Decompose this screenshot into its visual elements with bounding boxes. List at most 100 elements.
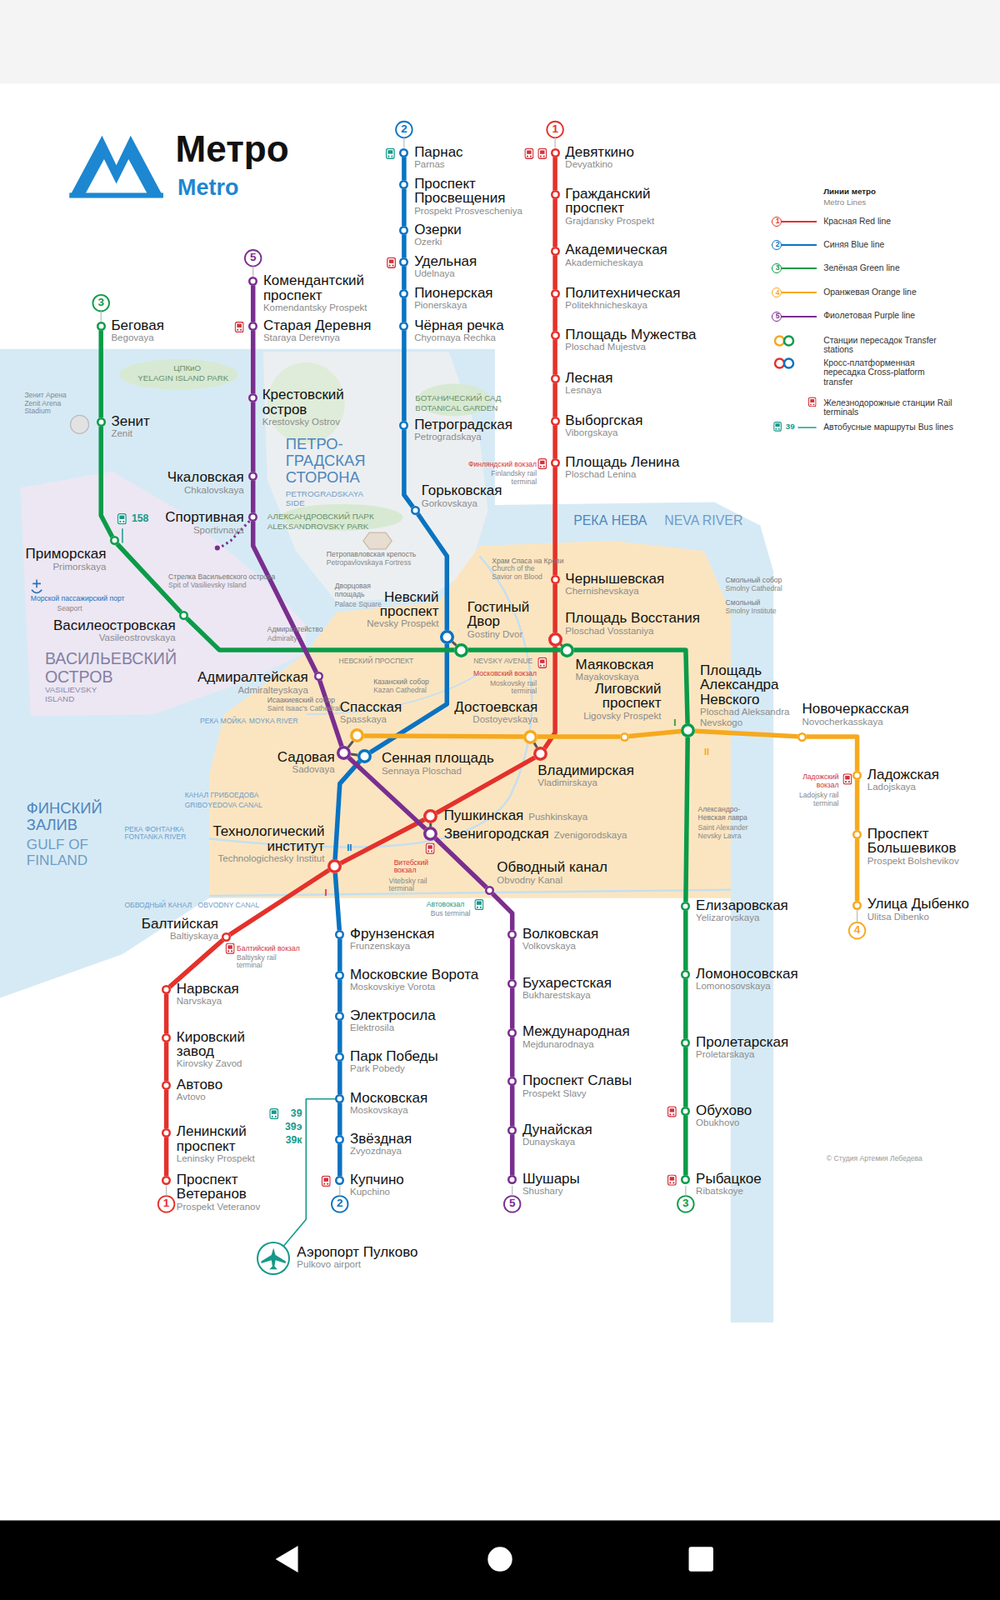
map-label: Palace Square (335, 600, 382, 609)
metro-line-orange (855, 839, 860, 901)
station: ВолковскаяVolkovskaya (507, 930, 517, 940)
name-latin: Ligovsky Prospekt (580, 710, 662, 722)
metro-line-purple (253, 521, 317, 673)
name-cyrillic: Петроградская (414, 417, 513, 432)
name-cyrillic: Достоевская (454, 700, 538, 715)
map-label: 158 (131, 513, 149, 525)
transfer-station: МаяковскаяMayakovskaya (560, 643, 575, 658)
name-latin: Chyornaya Rechka (414, 332, 504, 344)
name-cyrillic: Кировский завод (176, 1030, 259, 1060)
map-label: OBVODNY CANAL (198, 901, 260, 910)
name-cyrillic: Удельная (414, 254, 477, 269)
name-latin: Ploschad Mujestva (565, 341, 696, 353)
name-cyrillic: Балтийская (141, 916, 219, 931)
metro-line-red (552, 255, 558, 290)
name-latin: Proletarskaya (695, 1049, 789, 1060)
name-latin: Obvodny Kanal (496, 875, 608, 886)
metro-line-blue (337, 1103, 343, 1135)
name-cyrillic: Выборгская (565, 413, 643, 428)
station-name: Невский проспектNevsky Prospekt (362, 590, 440, 630)
station-name: Гостиный ДворGostiny Dvor (467, 600, 540, 640)
transfer-station: Площадь Александра НевскогоPloschad Alek… (680, 723, 695, 738)
name-cyrillic: Старая Деревня (263, 318, 372, 333)
map-label: ЦПКиО (173, 364, 201, 374)
map-label: © Студия Артемия Лебедева (826, 1155, 923, 1163)
map-label: БОТАНИЧЕСКИЙ САД (415, 394, 501, 404)
station: Комендантский проспектKomendantsky Prosp… (248, 276, 258, 286)
name-latin: Sennaya Ploschad (381, 765, 495, 777)
map-label: VASILIEVSKY ISLAND (45, 685, 106, 705)
metro-line-blue (337, 939, 343, 971)
station-name: Старая ДеревняStaraya Derevnya (263, 318, 372, 345)
map-label: II (704, 746, 710, 757)
map-label: Spit of Vasilievsky Island (168, 581, 247, 590)
name-latin: Kirovsky Zavod (176, 1058, 259, 1070)
name-latin: Zenit (110, 428, 150, 440)
metro-line-red (164, 1137, 170, 1177)
metro-line-purple (250, 480, 256, 513)
name-cyrillic: Автово (176, 1077, 223, 1092)
map-label: 39 (290, 1108, 303, 1120)
map-label: Линии метро (823, 187, 876, 197)
station-name: Комендантский проспектKomendantsky Prosp… (263, 273, 386, 314)
station: Кировский заводKirovsky Zavod (161, 1033, 171, 1043)
metro-line-blue (337, 1144, 343, 1176)
name-latin: Ploschad Aleksandra Nevskogo (700, 706, 818, 729)
metro-line-orange (695, 730, 798, 737)
station-name: ЛеснаяLesnaya (565, 370, 613, 397)
metro-line-purple (510, 1135, 515, 1175)
transfer-link (348, 741, 354, 748)
name-latin: Devyatkino (565, 159, 635, 170)
station-name: Площадь МужестваPloschad Mujestva (565, 327, 696, 354)
name-latin: Spasskaya (340, 714, 402, 725)
name-cyrillic: Беговая (110, 318, 164, 333)
station-name: СпасскаяSpasskaya (340, 700, 402, 726)
map-label: Зенит Арена (24, 391, 66, 400)
name-latin: Staraya Derevnya (263, 332, 372, 344)
station-name: ПионерскаяPionerskaya (414, 285, 493, 312)
name-cyrillic: Проспект Ветеранов (176, 1172, 269, 1202)
station-name: ПетроградскаяPetrogradskaya (414, 417, 513, 444)
station-name: БухарестскаяBukharestskaya (522, 975, 612, 1002)
name-latin: Leninsky Prospekt (176, 1153, 269, 1165)
legend-text: Станции пересадок Transfer stations (823, 335, 956, 355)
map-label: Стрелка Васильевского острова (168, 573, 275, 581)
name-cyrillic: Адмиралтейская (197, 670, 309, 685)
metro-line-orange (364, 735, 524, 737)
station: Проспект БольшевиковProspekt Bolshevikov (852, 830, 862, 840)
name-latin: Krestovsky Ostrov (262, 416, 365, 428)
station-name: ВладимирскаяVladimirskaya (537, 763, 635, 790)
station: ПарнасParnas (399, 148, 409, 158)
name-latin: Petrogradskaya (414, 431, 513, 443)
station: ПолитехническаяPolitekhnicheskaya (550, 289, 560, 299)
line-number: 5 (775, 312, 780, 320)
station-name: МосковскаяMoskovskaya (350, 1090, 428, 1117)
station-name: АдмиралтейскаяAdmiralteyskaya (197, 670, 309, 696)
station-name: Кировский заводKirovsky Zavod (176, 1030, 259, 1070)
station-name: ЛомоносовскаяLomonosovskaya (695, 966, 799, 993)
metro-line-green (683, 979, 689, 1039)
station: ЧернышевскаяChernishevskaya (550, 575, 560, 585)
name-cyrillic: Ленинский проспект (176, 1124, 269, 1154)
name-latin: Dunayskaya (522, 1136, 593, 1148)
map-label: Kazan Cathedral (373, 686, 427, 695)
metro-line-blue (404, 430, 413, 507)
station: ЗенитZenit (96, 417, 106, 427)
name-latin: Pionerskaya (414, 300, 493, 311)
station: НовочеркасскаяNovocherkasskaya (797, 732, 807, 742)
name-cyrillic: Проспект Просвещения (414, 176, 527, 206)
map-label: Church of the Savior on Blood (491, 565, 553, 581)
name-cyrillic: Улица Дыбенко (867, 896, 970, 911)
legend-text: Железнодорожные станции Rail terminals (823, 398, 956, 418)
name-cyrillic: Электросила (350, 1008, 436, 1023)
name-latin: Moskovskiye Vorota (350, 981, 479, 993)
name-latin: Ladojskaya (867, 781, 940, 793)
line-number: 1 (775, 217, 780, 225)
map-label: BOTANICAL GARDEN (415, 404, 498, 414)
station-name: Проспект СлавыProspekt Slavy (522, 1073, 632, 1100)
station-name: РыбацкоеRibatskoye (695, 1171, 762, 1198)
station-name: ЛадожскаяLadojskaya (867, 767, 940, 794)
metro-line-green (683, 910, 689, 970)
station-name: Парк ПобедыPark Pobedy (350, 1049, 439, 1075)
station-name: Крестовский островKrestovsky Ostrov (262, 387, 365, 428)
